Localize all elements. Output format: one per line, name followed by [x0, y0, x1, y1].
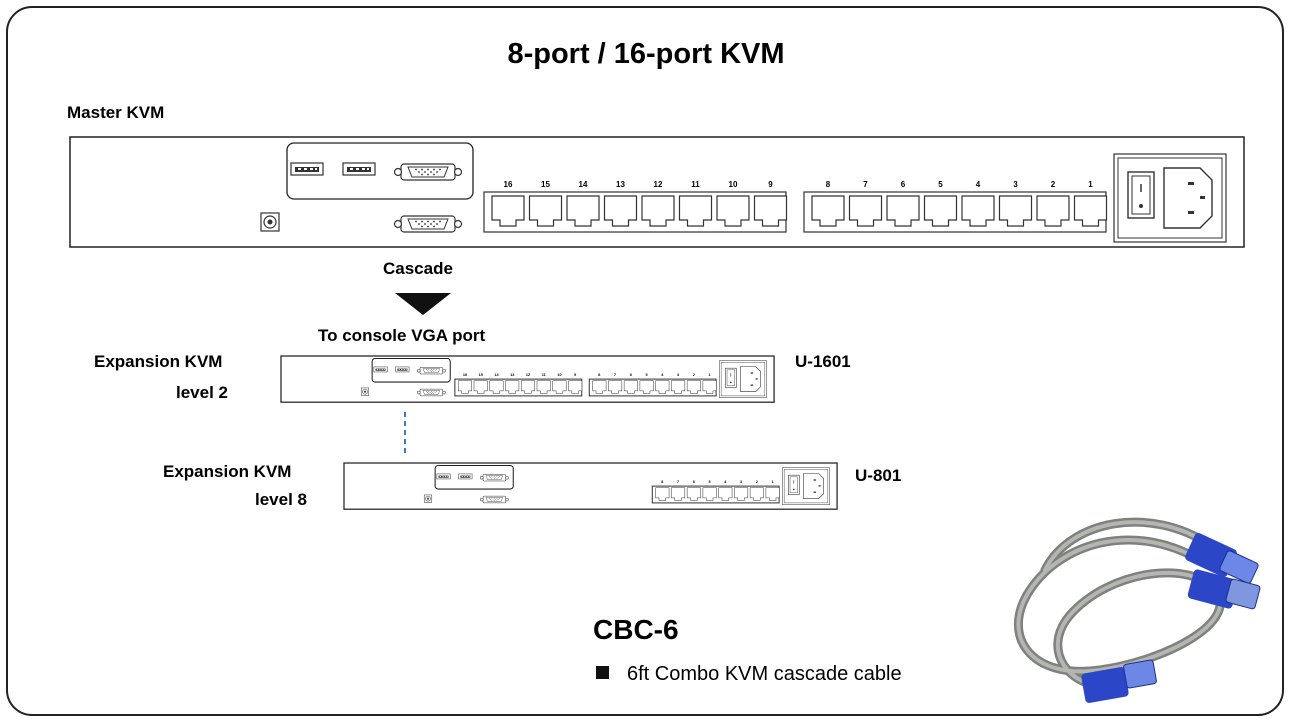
port-number-label: 2	[1051, 180, 1056, 189]
port-number-label: 3	[1013, 180, 1018, 189]
port-number-label: 6	[901, 180, 906, 189]
port-number-label: 12	[654, 180, 663, 189]
port-number-label: 2	[756, 480, 758, 484]
port-number-label: 1	[709, 373, 711, 377]
cascade-arrow-icon	[395, 293, 451, 315]
port-number-label: 8	[661, 480, 663, 484]
port-number-label: 8	[826, 180, 831, 189]
port-number-label: 8	[598, 373, 600, 377]
port-number-label: 6	[693, 480, 695, 484]
port-number-label: 16	[463, 373, 467, 377]
port-number-label: 9	[574, 373, 576, 377]
port-number-label: 5	[646, 373, 648, 377]
port-number-label: 5	[938, 180, 943, 189]
port-number-label: 7	[677, 480, 679, 484]
port-number-label: 7	[614, 373, 616, 377]
vga-connector-icon	[1184, 532, 1261, 610]
port-number-label: 15	[541, 180, 550, 189]
port-number-label: 10	[729, 180, 738, 189]
port-number-label: 1	[1088, 180, 1093, 189]
port-number-label: 10	[557, 373, 561, 377]
port-number-label: 13	[616, 180, 625, 189]
master-kvm-panel: 16 15 14 13 12 11 10 9 8 7 6 5 4 3 2 1	[70, 137, 1244, 247]
port-number-label: 3	[677, 373, 679, 377]
port-number-label: 5	[709, 480, 711, 484]
port-number-label: 4	[976, 180, 981, 189]
port-number-label: 11	[691, 180, 700, 189]
port-number-label: 2	[693, 373, 695, 377]
port-number-label: 14	[579, 180, 588, 189]
port-number-label: 11	[542, 373, 546, 377]
port-number-label: 12	[526, 373, 530, 377]
port-number-label: 13	[510, 373, 514, 377]
cbc6-cable-image	[1018, 522, 1260, 703]
port-number-label: 15	[479, 373, 483, 377]
port-number-label: 3	[740, 480, 742, 484]
port-number-label: 6	[630, 373, 632, 377]
port-number-label: 1	[772, 480, 774, 484]
port-number-label: 16	[504, 180, 513, 189]
port-number-label: 9	[768, 180, 773, 189]
port-number-label: 7	[863, 180, 868, 189]
